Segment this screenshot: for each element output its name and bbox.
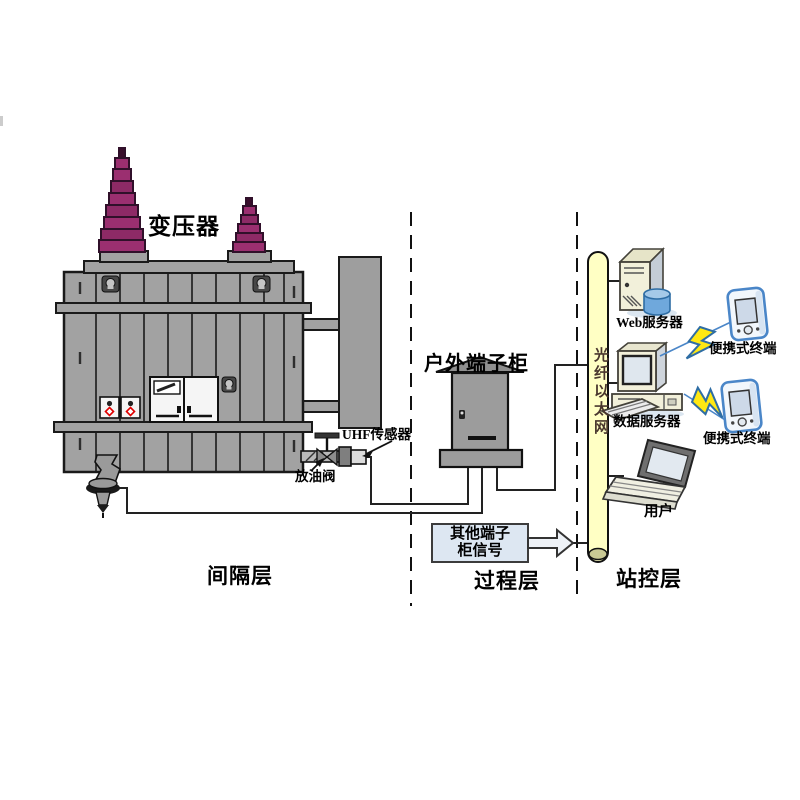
uhf-sensor-label: UHF传感器 [342,427,411,442]
oil-drain-valve-icon [86,454,121,518]
portable-terminal-top-label: 便携式终端 [709,341,777,356]
lightning-bolt-icon-bottom [690,385,724,419]
drain-valve-label: 放油阀 [295,469,336,484]
uhf-sensor-icon [300,432,367,467]
block-arrow-icon [527,527,575,559]
other-signals-box-label: 其他端子 柜信号 [432,524,528,562]
lower-rail [53,421,313,433]
user-label: 用户 [644,504,673,520]
lifting-lug-icons [101,275,271,393]
cabinet-base [438,448,524,469]
upper-rail [55,302,312,314]
fiber-ethernet-bus [587,251,609,563]
laptop-icon [601,438,697,510]
bushing-icon-large [98,147,146,253]
drain-valve-cable [119,462,483,514]
tank-lid [83,260,295,274]
portable-terminal-bottom-label: 便携式终端 [703,431,771,446]
cabinet-roof [435,355,525,373]
laptop-screen [645,446,689,482]
transformer-label: 变压器 [148,214,220,239]
data-server-label: 数据服务器 [613,414,681,429]
transformer-icon [53,147,393,518]
other-signals-line2: 柜信号 [457,543,503,559]
outdoor-cabinet-icon [435,355,525,469]
bay-layer-label: 间隔层 [207,564,273,588]
outdoor-cabinet-label: 户外端子柜 [424,353,529,375]
portable-terminal-icon-bottom [719,377,764,435]
connection-lines [119,280,624,544]
cabinet-to-fiber-cable [496,364,588,491]
process-layer-label: 过程层 [474,569,540,593]
web-server-label: Web服务器 [616,315,683,330]
web-server-icon [618,247,671,316]
indicator-panels [99,396,141,419]
database-cylinder-icon [643,288,671,316]
data-server-icon [599,341,683,421]
conservator-slab [338,256,382,429]
portable-terminal-icon-top [725,285,770,343]
fin-bolt-marks [78,282,296,452]
fiber-ethernet-label: 光纤以太网 [592,347,608,437]
pipe-bottom [301,400,341,413]
pipe-top [301,318,341,331]
cabinet-slot [468,436,496,440]
other-signals-line1: 其他端子 [449,525,510,542]
station-layer-label: 站控层 [616,567,682,591]
annotation-arrows [310,440,393,472]
bushing-icon-small [232,197,266,253]
laptop-front-edge [601,491,679,510]
stray-mark [0,116,3,126]
signal-box [431,523,529,563]
control-cabinet-icon [149,376,219,423]
lightning-bolt-icon-top [685,325,717,360]
